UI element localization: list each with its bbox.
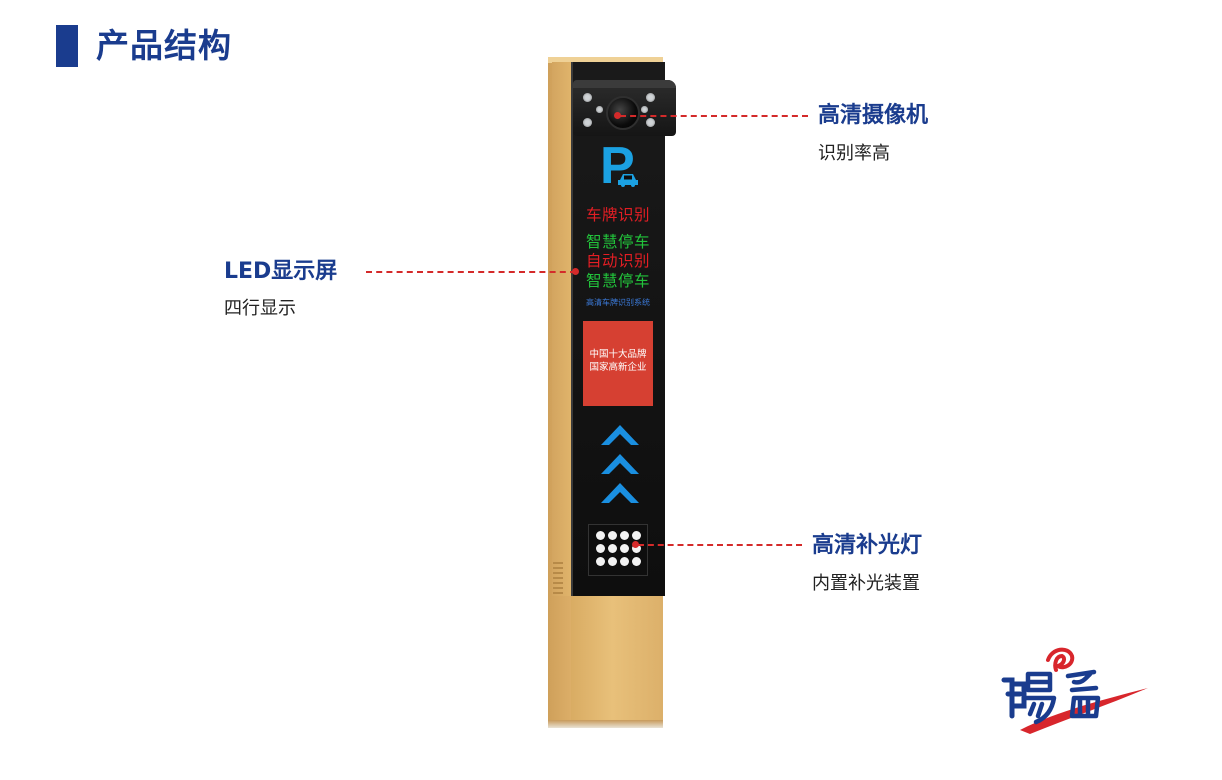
pillar-top (548, 57, 663, 63)
light-led-icon (620, 531, 629, 540)
light-led-icon (596, 557, 605, 566)
system-label: 高清车牌识别系统 (586, 298, 650, 307)
camera-lens (606, 96, 640, 130)
car-icon (618, 174, 638, 187)
light-led-icon (596, 531, 605, 540)
fill-light-leader-line (638, 544, 802, 546)
fill-light-callout-title: 高清补光灯 (812, 533, 923, 558)
light-led-icon (608, 557, 617, 566)
chevron-up-icon (601, 454, 639, 474)
camera-leader-line (620, 115, 808, 117)
page-title: 产品结构 (96, 26, 232, 65)
light-led-icon (632, 531, 641, 540)
ir-led-icon (583, 118, 592, 127)
ir-led-icon (583, 93, 592, 102)
ir-led-icon (646, 93, 655, 102)
badge-line-1: 中国十大品牌 (589, 349, 647, 360)
led-line-4: 智慧停车 (585, 272, 650, 290)
camera-callout-subtitle: 识别率高 (818, 143, 890, 164)
fill-light-callout-subtitle: 内置补光装置 (812, 573, 920, 594)
chevron-up-icon (601, 425, 639, 445)
led-callout-subtitle: 四行显示 (224, 298, 296, 319)
light-led-icon (632, 557, 641, 566)
brand-badge-text: 中国十大品牌 国家高新企业 (583, 348, 653, 374)
led-callout-title: LED显示屏 (224, 259, 338, 284)
title-accent-bar (56, 25, 78, 67)
chevron-up-icon (601, 483, 639, 503)
light-led-icon (608, 531, 617, 540)
badge-line-2: 国家高新企业 (589, 362, 647, 373)
led-leader-line (366, 271, 576, 273)
led-line-1: 车牌识别 (585, 206, 650, 224)
ir-led-icon (641, 106, 648, 113)
fill-light-leader-dot (632, 541, 639, 548)
light-led-icon (608, 544, 617, 553)
glass-side-panel (552, 62, 571, 596)
light-led-icon (596, 544, 605, 553)
brand-logo (1001, 647, 1148, 734)
led-line-3: 自动识别 (585, 252, 650, 270)
light-led-icon (620, 544, 629, 553)
led-leader-dot (572, 268, 579, 275)
light-led-icon (632, 544, 641, 553)
brand-badge (583, 321, 653, 406)
camera-leader-dot (614, 112, 621, 119)
ir-led-icon (596, 106, 603, 113)
led-line-2: 智慧停车 (585, 233, 650, 251)
light-led-icon (620, 557, 629, 566)
pillar-base (548, 720, 663, 728)
speaker-grille (553, 560, 563, 594)
ir-led-icon (646, 118, 655, 127)
camera-hood-lip (573, 80, 676, 88)
camera-callout-title: 高清摄像机 (818, 103, 929, 128)
